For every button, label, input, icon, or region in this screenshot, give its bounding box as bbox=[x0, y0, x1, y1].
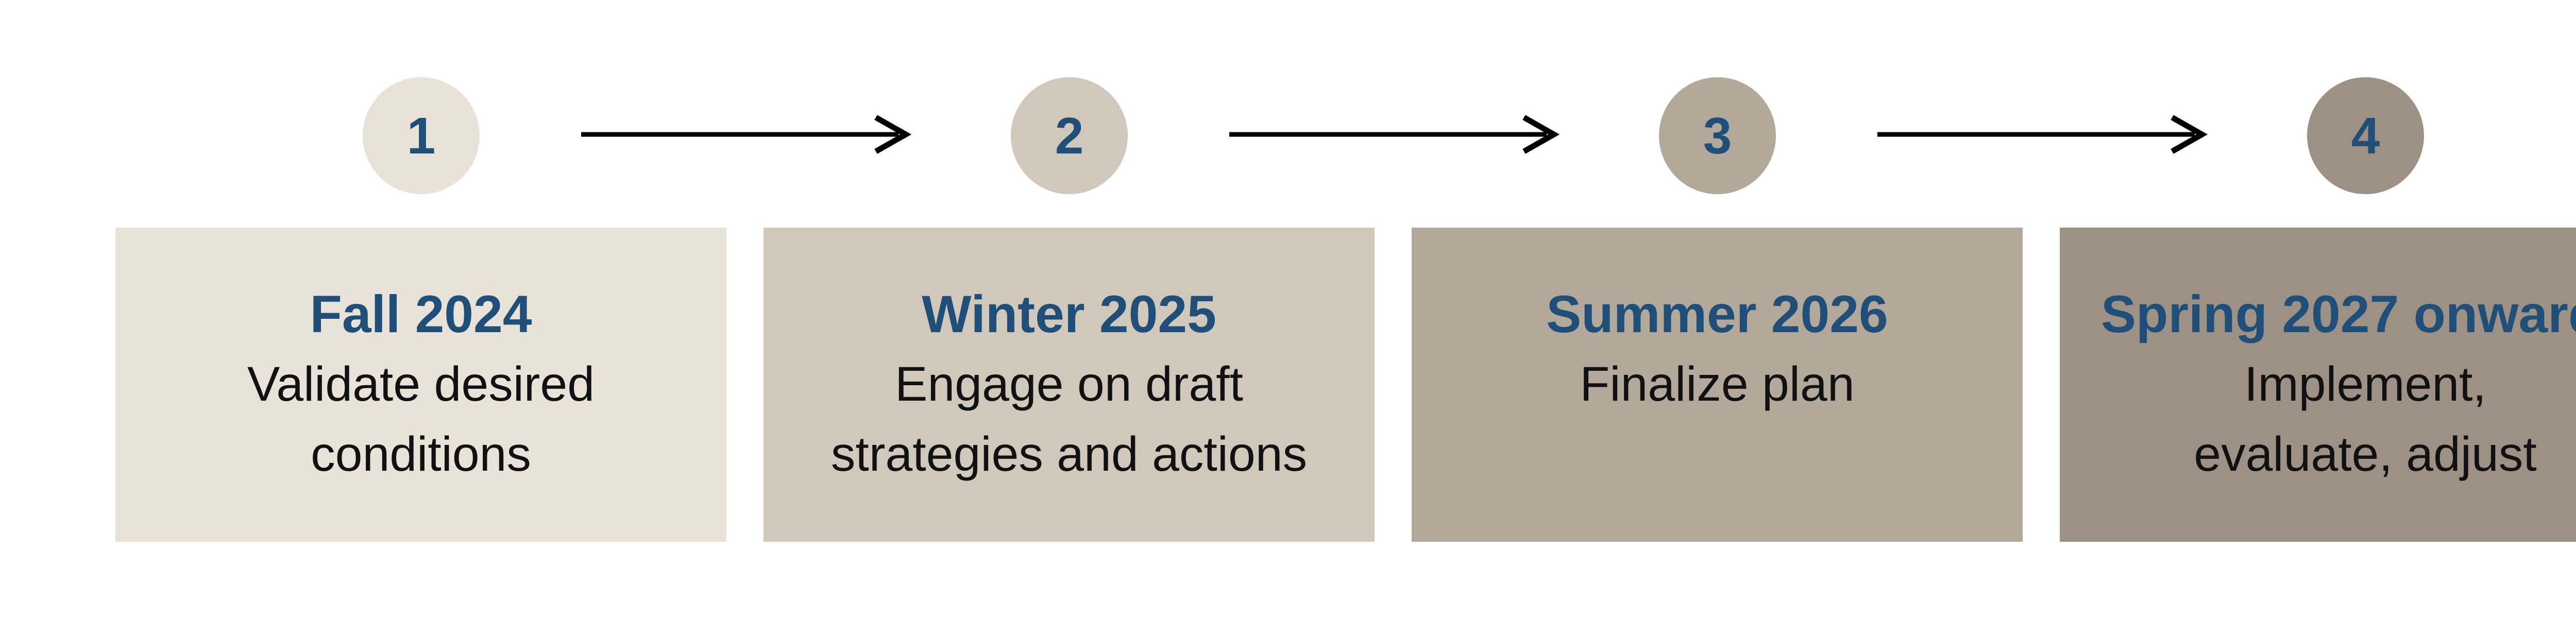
box-body-line: Validate desired bbox=[247, 357, 595, 411]
step-circle-4: 4 bbox=[2307, 77, 2424, 194]
step-circle-2: 2 bbox=[1011, 77, 1128, 194]
box-body-line: conditions bbox=[311, 427, 531, 482]
timeline-box-spring-2027-onwards: Spring 2027 onwards Implement, evaluate,… bbox=[2060, 228, 2576, 542]
box-body-line: strategies and actions bbox=[831, 427, 1308, 482]
arrow-right-icon bbox=[1875, 114, 2208, 155]
timeline-box-winter-2025: Winter 2025 Engage on draft strategies a… bbox=[764, 228, 1375, 542]
arrow-right-icon bbox=[579, 114, 911, 155]
box-body-line: Implement, bbox=[2244, 357, 2486, 411]
box-body-line: Engage on draft bbox=[894, 357, 1244, 411]
box-title: Summer 2026 bbox=[1546, 285, 1888, 344]
timeline-box-summer-2026: Summer 2026 Finalize plan bbox=[1412, 228, 2023, 542]
timeline-box-fall-2024: Fall 2024 Validate desired conditions bbox=[115, 228, 726, 542]
step-circle-1: 1 bbox=[363, 77, 480, 194]
box-body-line: Finalize plan bbox=[1580, 357, 1855, 411]
step-circle-3: 3 bbox=[1659, 77, 1776, 194]
step-number-2: 2 bbox=[1055, 107, 1084, 165]
step-number-4: 4 bbox=[2351, 107, 2380, 165]
step-number-3: 3 bbox=[1703, 107, 1732, 165]
box-title: Winter 2025 bbox=[922, 285, 1216, 344]
step-number-1: 1 bbox=[406, 107, 436, 165]
box-body-line: evaluate, adjust bbox=[2194, 427, 2537, 482]
arrow-right-icon bbox=[1227, 114, 1560, 155]
box-title: Spring 2027 onwards bbox=[2101, 285, 2576, 344]
box-title: Fall 2024 bbox=[310, 285, 532, 344]
